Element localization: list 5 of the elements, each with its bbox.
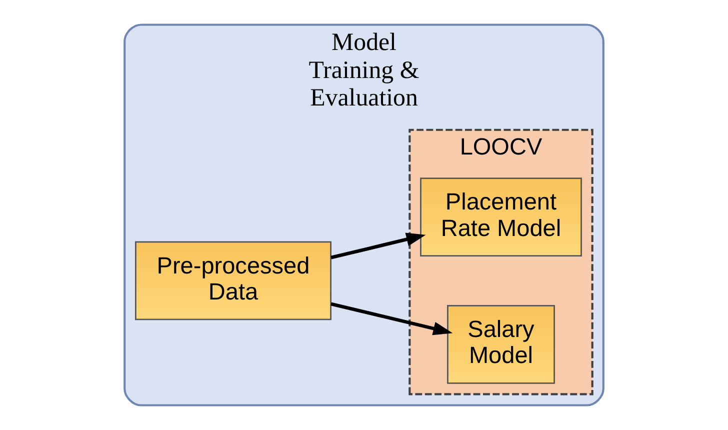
arrow bbox=[330, 232, 426, 260]
arrow bbox=[330, 302, 453, 336]
node-box: Placement Rate Model bbox=[420, 178, 582, 257]
node-box: Pre-processed Data bbox=[134, 241, 332, 320]
node-box: Salary Model bbox=[447, 304, 555, 384]
